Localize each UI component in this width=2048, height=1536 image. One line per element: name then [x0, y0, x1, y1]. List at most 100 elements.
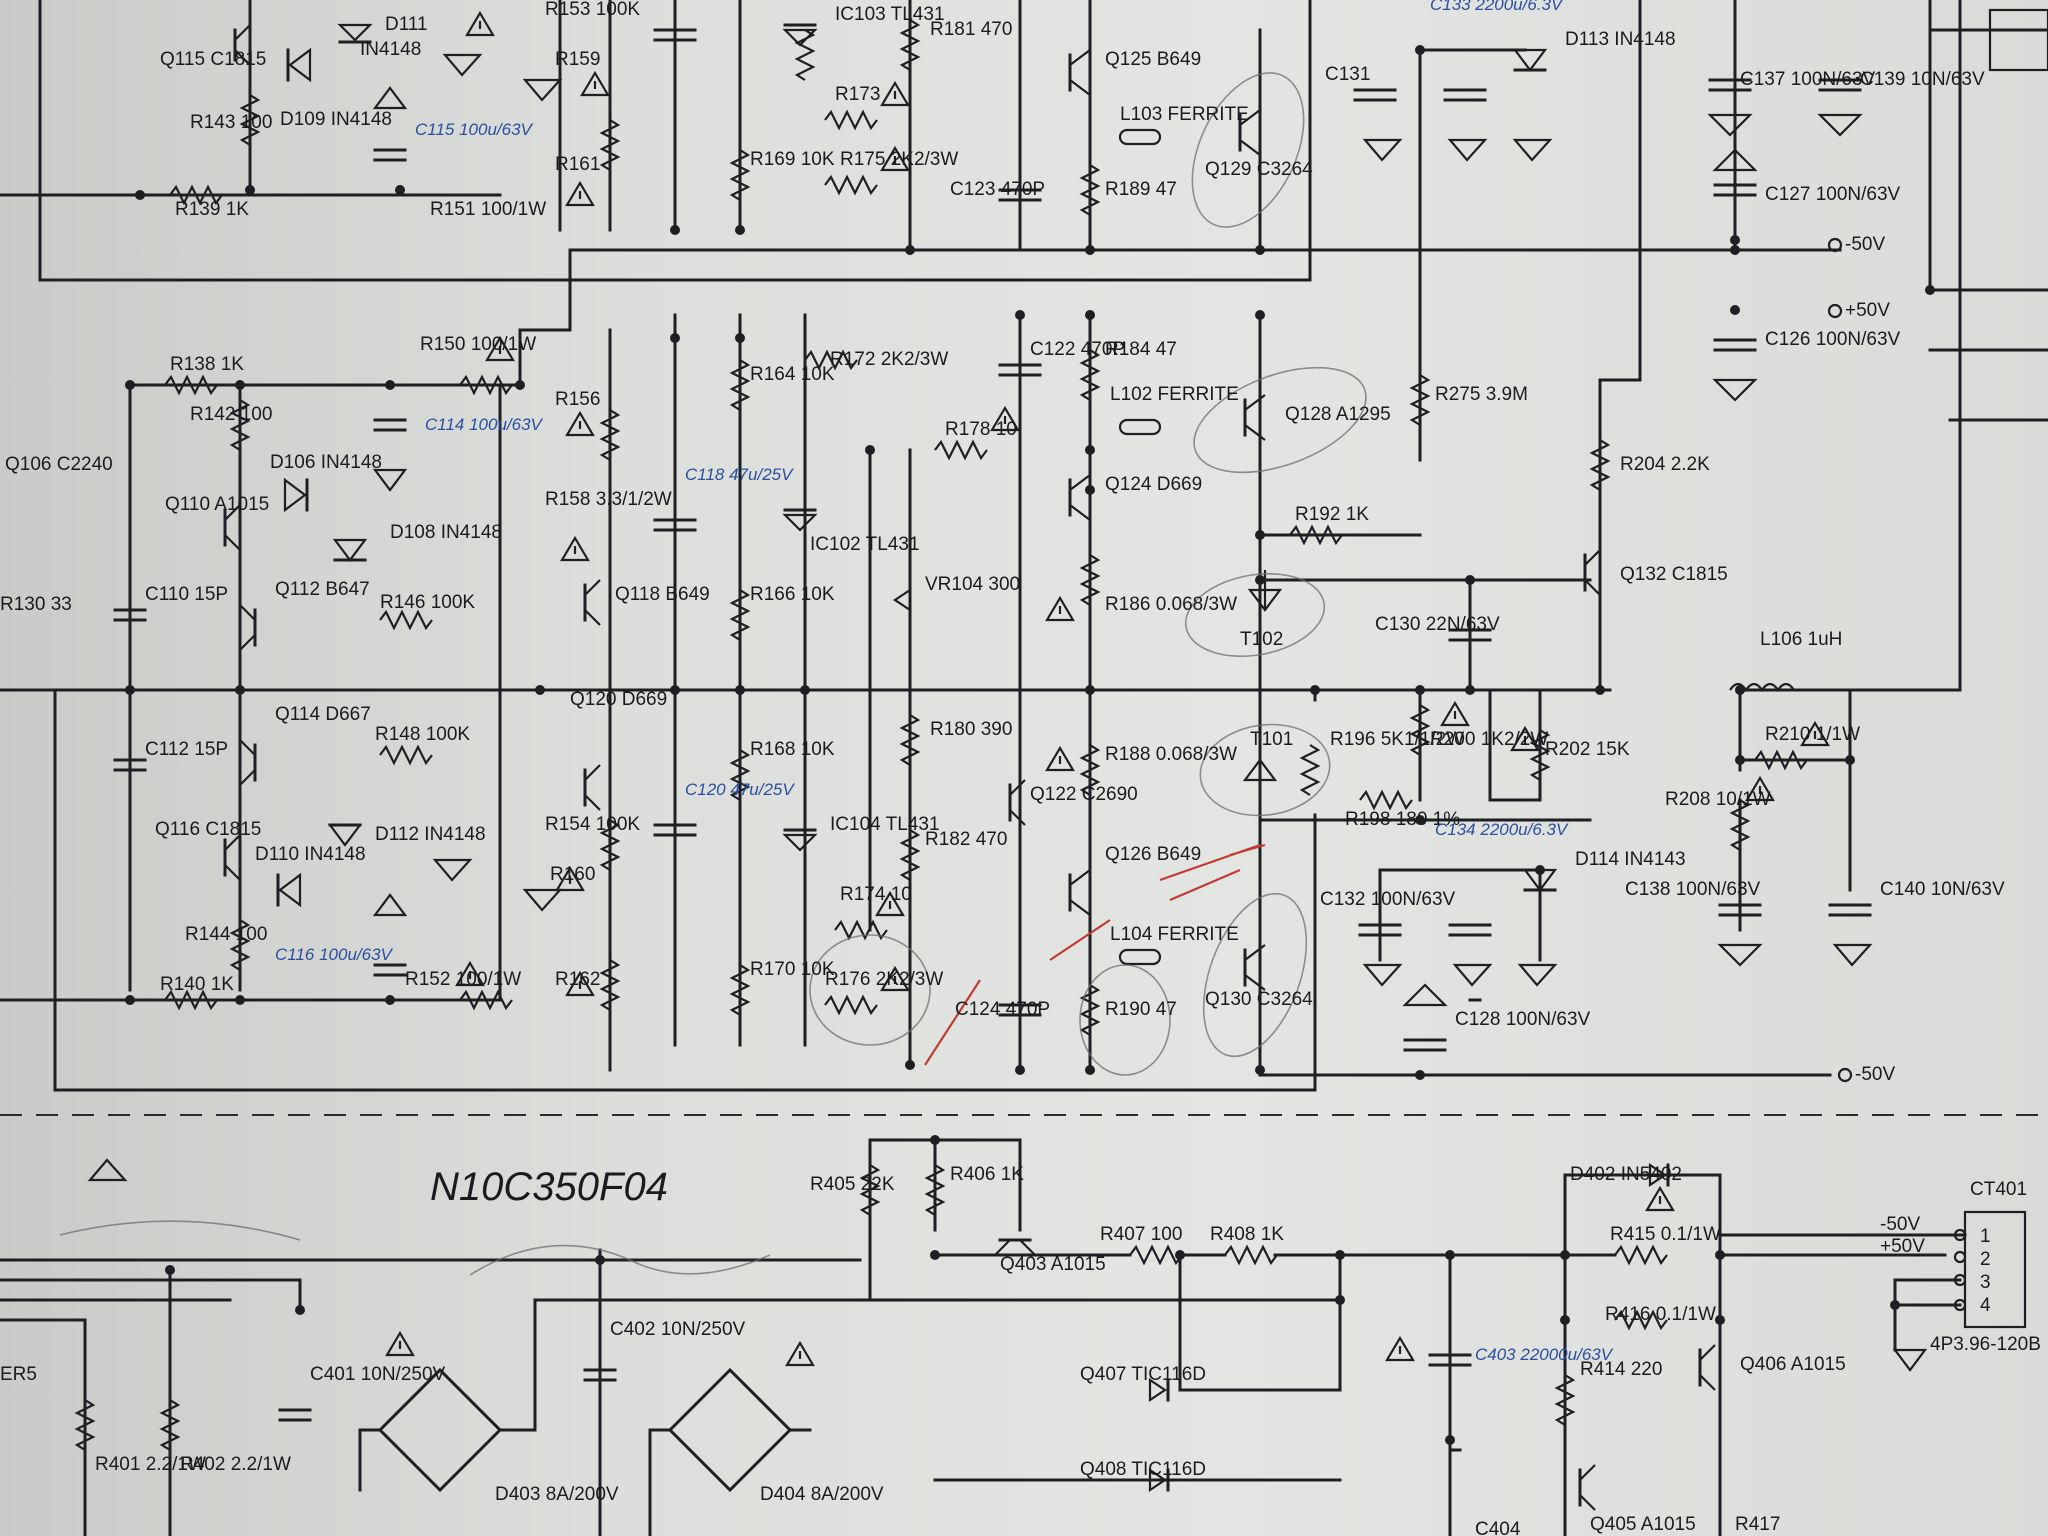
label-r139: R139 1K [175, 199, 249, 220]
warning-triangle [880, 965, 910, 992]
label-r154: R154 100K [545, 814, 640, 835]
label-r138: R138 1K [170, 354, 244, 375]
label-c130: C130 22N/63V [1375, 614, 1500, 635]
label-r178: R178 10 [945, 419, 1017, 440]
label-c401: C401 10N/250V [310, 1364, 446, 1385]
middle-wiring [0, 0, 1962, 1092]
connector-ref: CT401 [1970, 1179, 2027, 1200]
ferrite-beads [893, 128, 1795, 966]
label-r160: R160 [550, 864, 595, 885]
label-c127: C127 100N/63V [1765, 184, 1901, 205]
label-q130: Q130 C3264 [1205, 989, 1313, 1010]
label-q407: Q407 TIC116D [1080, 1364, 1206, 1385]
label-r162: R162 [555, 969, 600, 990]
rail-plus50: +50V [1845, 300, 1890, 321]
label-q129: Q129 C3264 [1205, 159, 1313, 180]
label-r148: R148 100K [375, 724, 470, 745]
connector-pin-1: 1 [1980, 1226, 1991, 1247]
label-d109: D109 IN4148 [280, 109, 392, 130]
rail-terminals [1827, 8, 2048, 1083]
warning-triangle [565, 970, 595, 997]
label-c122: C122 470P [1030, 339, 1125, 360]
warning-triangle [1440, 700, 1470, 727]
connector-pin-3: 3 [1980, 1272, 1991, 1293]
label-c126: C126 100N/63V [1765, 329, 1901, 350]
label-d403: D403 8A/200V [495, 1484, 619, 1505]
label-t102: T102 [1240, 629, 1283, 650]
label-c110: C110 15P [145, 584, 228, 605]
label-r170: R170 10K [750, 959, 835, 980]
label-r416: R416 0.1/1W [1605, 1304, 1716, 1325]
warning-triangle [785, 1340, 815, 1367]
label-r204: R204 2.2K [1620, 454, 1710, 475]
label-c133: C133 2200u/6.3V [1430, 0, 1564, 14]
label-in4148a: IN4148 [360, 39, 421, 60]
label-q114: Q114 D667 [275, 704, 371, 725]
warning-triangle [1385, 1335, 1415, 1362]
label-d402: D402 IN5402 [1570, 1164, 1682, 1185]
label-d112: D112 IN4148 [375, 824, 486, 845]
board-title: N10C350F04 [430, 1165, 668, 1209]
label-r164: R164 10K [750, 364, 835, 385]
label-c124: C124 470P [955, 999, 1050, 1020]
label-q403: Q403 A1015 [1000, 1254, 1106, 1275]
transistor-symbols [223, 24, 1716, 1511]
label-r275: R275 3.9M [1435, 384, 1528, 405]
rail-minus50-top: -50V [1845, 234, 1885, 255]
label-d114: D114 IN4143 [1575, 849, 1686, 870]
warning-triangle [555, 865, 585, 892]
label-d106: D106 IN4148 [270, 452, 382, 473]
label-q405: Q405 A1015 [1590, 1514, 1696, 1535]
label-c137: C137 100N/63V [1740, 69, 1876, 90]
connector-pin-4: 4 [1980, 1295, 1991, 1316]
label-r174: R174 10 [840, 884, 912, 905]
label-r414: R414 220 [1580, 1359, 1662, 1380]
label-r190: R190 47 [1105, 999, 1177, 1020]
label-r408: R408 1K [1210, 1224, 1284, 1245]
connector-part: 4P3.96-120B [1930, 1334, 2041, 1355]
connector-pin-2: 2 [1980, 1249, 1991, 1270]
warning-triangle [485, 335, 515, 362]
label-c404: C404 [1475, 1519, 1521, 1536]
label-r180: R180 390 [930, 719, 1012, 740]
warning-triangle [1745, 775, 1775, 802]
label-q118: Q118 B649 [615, 584, 710, 605]
label-r153: R153 100K [545, 0, 640, 20]
warning-triangle [1045, 745, 1075, 772]
label-q112: Q112 B647 [275, 579, 370, 600]
label-r188: R188 0.068/3W [1105, 744, 1237, 765]
warning-triangle [580, 70, 610, 97]
label-ic103: IC103 TL431 [835, 4, 945, 25]
label-ers: ER5 [0, 1364, 37, 1385]
label-l103: L103 FERRITE [1120, 104, 1249, 125]
label-d404: D404 8A/200V [760, 1484, 884, 1505]
label-c131: C131 [1325, 64, 1370, 85]
label-ic104: IC104 TL431 [830, 814, 940, 835]
label-c116: C116 100u/63V [275, 945, 394, 964]
warning-triangle [560, 535, 590, 562]
label-r130: R130 33 [0, 594, 72, 615]
label-r169: R169 10K [750, 149, 835, 170]
label-r186: R186 0.068/3W [1105, 594, 1237, 615]
label-r402: R402 2.2/1W [180, 1454, 291, 1475]
connector-label-minus50: -50V [1880, 1214, 1920, 1235]
label-c120: C120 47u/25V [685, 780, 795, 799]
label-q128: Q128 A1295 [1285, 404, 1391, 425]
label-c123: C123 470P [950, 179, 1045, 200]
label-r200: R200 1K2/2W [1430, 729, 1548, 750]
capacitor-symbols [113, 28, 1872, 1422]
label-r417: R417 [1735, 1514, 1780, 1535]
label-r172: R172 2K2/3W [830, 349, 948, 370]
warning-triangle [465, 10, 495, 37]
label-q116: Q116 C1815 [155, 819, 261, 840]
connector-label-plus50: +50V [1880, 1236, 1925, 1257]
label-r175: R175 2K2/3W [840, 149, 958, 170]
label-r158: R158 3.3/1/2W [545, 489, 672, 510]
diode-symbols [276, 23, 1670, 1493]
label-q124: Q124 D669 [1105, 474, 1202, 495]
warning-triangle [1045, 595, 1075, 622]
label-q106: Q106 C2240 [5, 454, 113, 475]
label-c138: C138 100N/63V [1625, 879, 1761, 900]
warning-triangle [1800, 720, 1830, 747]
